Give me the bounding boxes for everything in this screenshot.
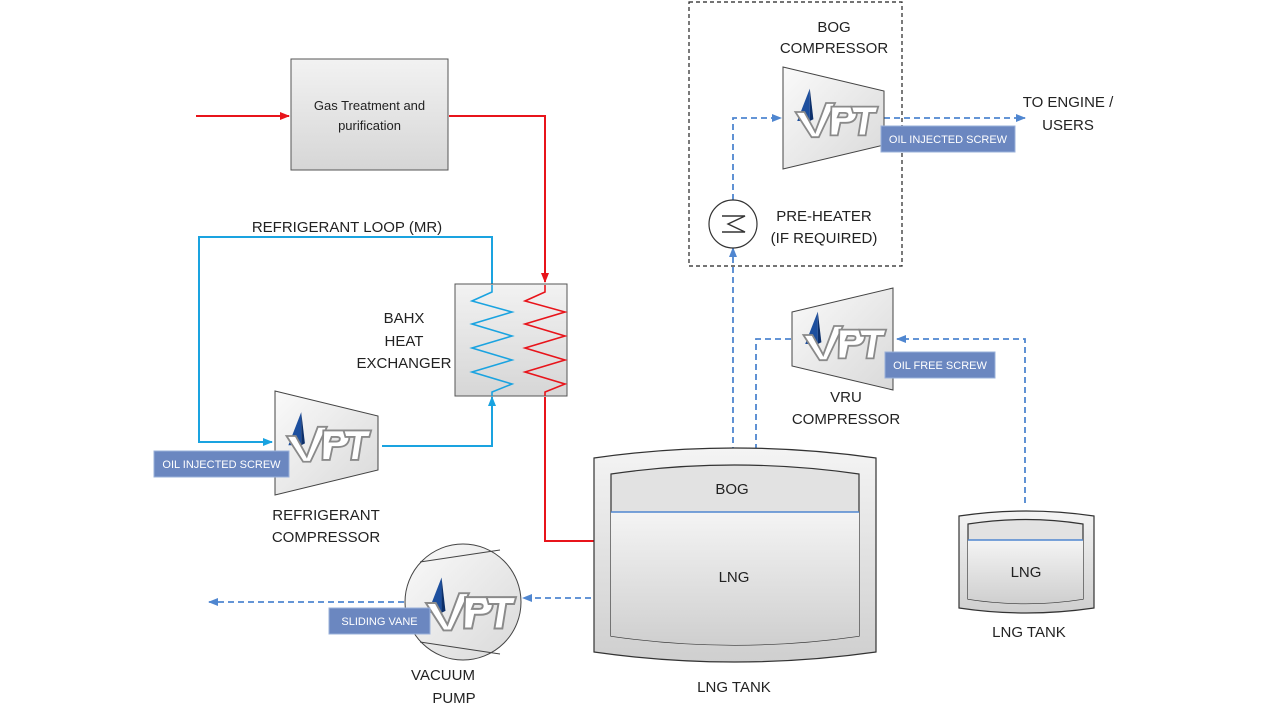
small-tank-liquid-label: LNG — [1011, 564, 1042, 581]
bog-compressor-label-line2: COMPRESSOR — [780, 40, 889, 57]
vru-compressor-tag-text: OIL FREE SCREW — [893, 360, 987, 372]
vru-compressor-label-line2: COMPRESSOR — [792, 411, 901, 428]
heater-coil-icon — [722, 215, 746, 233]
main-tank-label: LNG TANK — [697, 679, 771, 696]
bahx-heat-exchanger: BAHX HEAT EXCHANGER — [356, 283, 568, 397]
refrigerant-compressor-label-line1: REFRIGERANT — [272, 507, 380, 524]
gas-treatment-label-line1: Gas Treatment and — [314, 98, 425, 113]
bog-compressor-tag — [880, 125, 1016, 153]
refrigerant-compressor: OIL INJECTED SCREW REFRIGERANT COMPRESSO… — [153, 390, 381, 546]
main-lng-tank: BOG LNG LNG TANK — [593, 447, 877, 696]
vacuum-pump-label-line1: VACUUM — [411, 667, 475, 684]
bog-compressor: BOG COMPRESSOR OIL INJECTED SCREW — [780, 19, 1016, 170]
small-tank-label: LNG TANK — [992, 624, 1066, 641]
vacuum-pump-tag-text: SLIDING VANE — [341, 616, 417, 628]
refrigerant-compressor-label-line2: COMPRESSOR — [272, 529, 381, 546]
main-tank-liquid-label: LNG — [719, 569, 750, 586]
bahx-label-line1: BAHX — [384, 310, 425, 327]
vru-compressor-label-line1: VRU — [830, 389, 862, 406]
vapor-lines — [208, 114, 1026, 606]
vru-compressor-tag — [884, 351, 996, 379]
vacuum-pump: SLIDING VANE VACUUM PUMP — [328, 543, 522, 707]
vacuum-pump-label-line2: PUMP — [432, 690, 475, 707]
refrigerant-compressor-tag-text: OIL INJECTED SCREW — [162, 459, 281, 471]
vacuum-pump-tag — [328, 607, 431, 635]
gas-treatment-unit: Gas Treatment and purification — [290, 58, 449, 171]
gas-treatment-label-line2: purification — [338, 118, 401, 133]
refrigerant-loop-line — [198, 236, 496, 447]
refrigerant-compressor-tag — [153, 450, 290, 478]
feed-line — [196, 112, 610, 545]
refrigerant-loop-label: REFRIGERANT LOOP (MR) — [252, 219, 442, 236]
destination-label: TO ENGINE / USERS — [1023, 94, 1114, 134]
pre-heater-label-line2: (IF REQUIRED) — [771, 230, 878, 247]
pre-heater-label-line1: PRE-HEATER — [776, 208, 872, 225]
pre-heater: PRE-HEATER (IF REQUIRED) — [708, 199, 878, 249]
small-lng-tank: LNG LNG TANK — [958, 510, 1095, 641]
bahx-label-line2: HEAT — [385, 333, 424, 350]
bahx-label-line3: EXCHANGER — [356, 355, 451, 372]
bog-compressor-tag-text: OIL INJECTED SCREW — [889, 134, 1008, 146]
destination-label-line1: TO ENGINE / — [1023, 94, 1114, 111]
destination-label-line2: USERS — [1042, 117, 1094, 134]
bog-compressor-label-line1: BOG — [817, 19, 850, 36]
main-tank-vapor-label: BOG — [715, 481, 748, 498]
vru-compressor: OIL FREE SCREW VRU COMPRESSOR — [791, 287, 996, 428]
